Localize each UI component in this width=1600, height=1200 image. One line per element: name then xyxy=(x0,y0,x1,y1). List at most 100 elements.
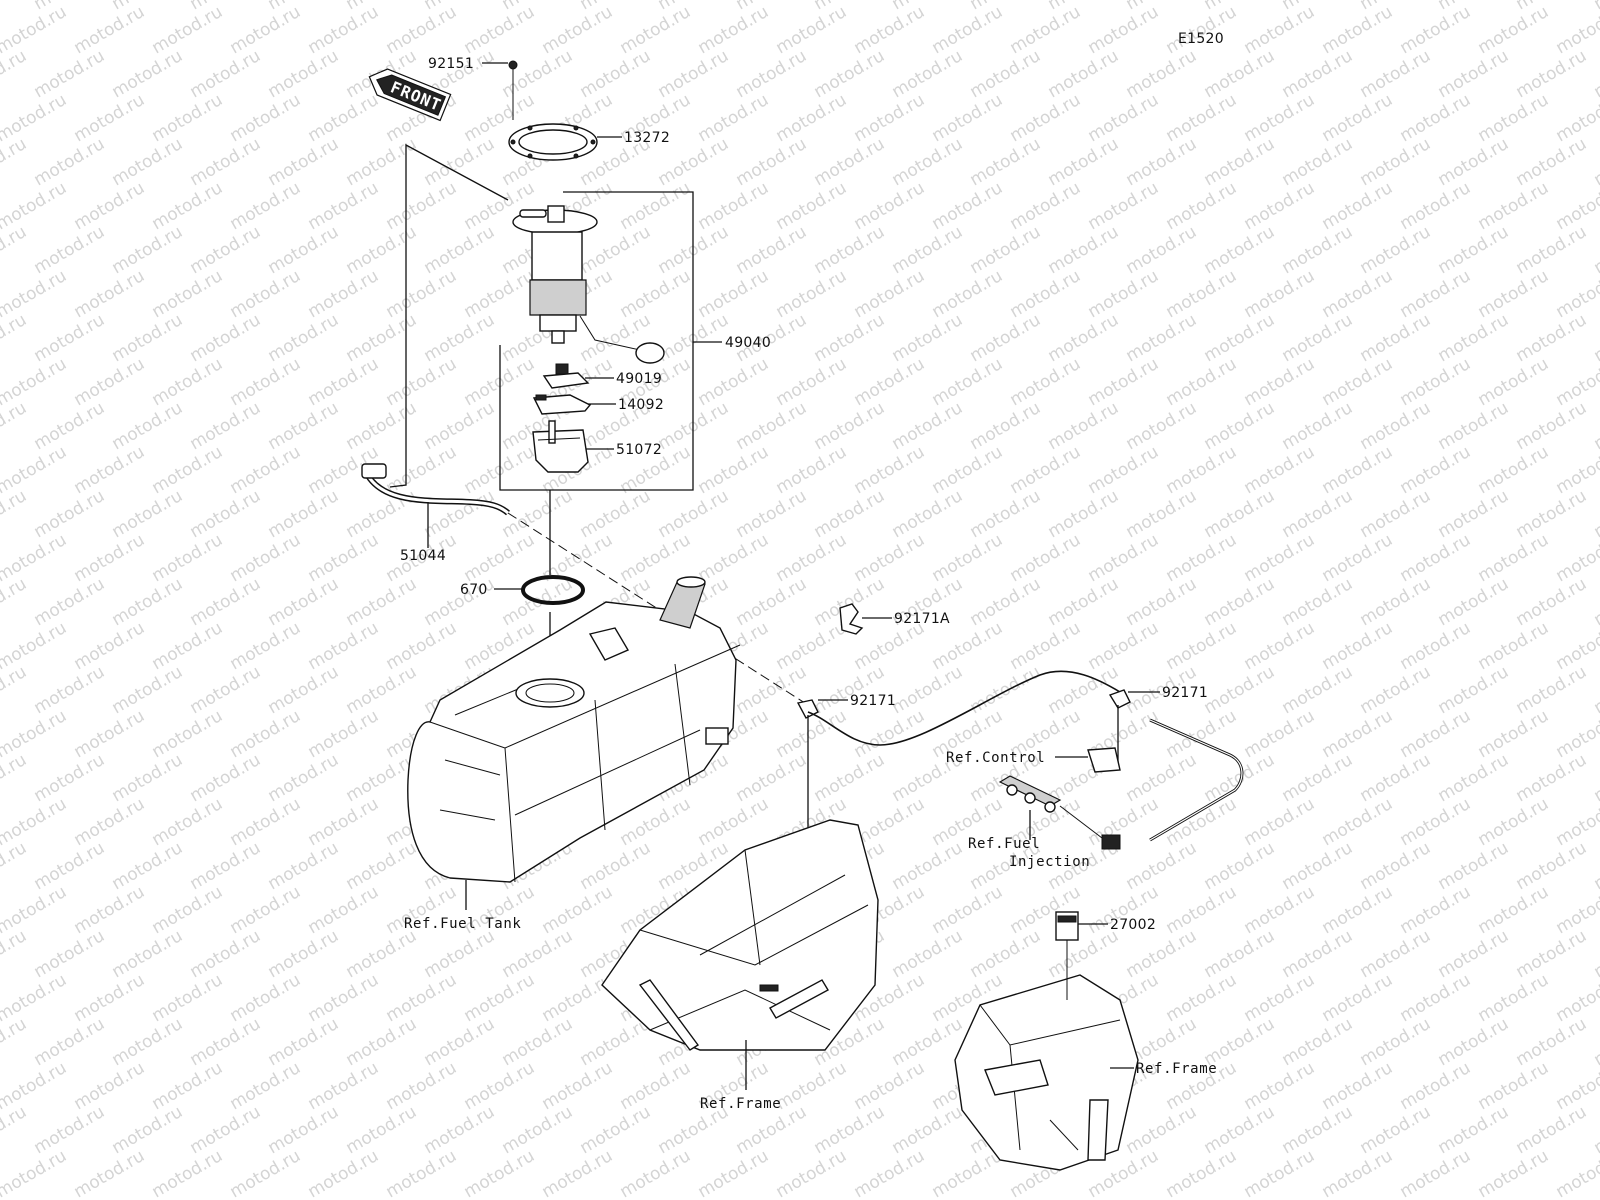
watermark-text: motod.ru xyxy=(1279,46,1357,102)
watermark-text: motod.ru xyxy=(1513,222,1591,278)
watermark-text: motod.ru xyxy=(421,1014,499,1070)
watermark-text: motod.ru xyxy=(227,90,305,146)
watermark-text: motod.ru xyxy=(1397,1058,1475,1114)
watermark-text: motod.ru xyxy=(1163,530,1241,586)
watermark-text: motod.ru xyxy=(1201,662,1279,718)
watermark-text: motod.ru xyxy=(1007,90,1085,146)
watermark-text: motod.ru xyxy=(0,706,70,762)
watermark-text: motod.ru xyxy=(811,1102,889,1158)
watermark-text: motod.ru xyxy=(31,926,109,982)
watermark-text: motod.ru xyxy=(1435,926,1513,982)
watermark-text: motod.ru xyxy=(305,530,383,586)
watermark-text: motod.ru xyxy=(773,266,851,322)
watermark-text: motod.ru xyxy=(1279,926,1357,982)
watermark-text: motod.ru xyxy=(149,882,227,938)
watermark-text: motod.ru xyxy=(1163,970,1241,1026)
watermark-text: motod.ru xyxy=(0,442,70,498)
watermark-text: motod.ru xyxy=(1201,486,1279,542)
watermark-text: motod.ru xyxy=(1007,354,1085,410)
watermark-text: motod.ru xyxy=(1085,178,1163,234)
watermark-text: motod.ru xyxy=(1045,486,1123,542)
watermark-text: motod.ru xyxy=(967,134,1045,190)
watermark-text: motod.ru xyxy=(461,1058,539,1114)
diagram-code: E1520 xyxy=(1178,31,1224,47)
watermark-text: motod.ru xyxy=(1591,750,1600,806)
watermark-text: motod.ru xyxy=(1357,838,1435,894)
ref-control: Ref.Control xyxy=(946,750,1045,766)
watermark-text: motod.ru xyxy=(149,1058,227,1114)
watermark-text: motod.ru xyxy=(71,354,149,410)
watermark-text: motod.ru xyxy=(577,486,655,542)
watermark-text: motod.ru xyxy=(421,1102,499,1158)
watermark-text: motod.ru xyxy=(1513,310,1591,366)
watermark-text: motod.ru xyxy=(1279,310,1357,366)
ref-fuel-tank: Ref.Fuel Tank xyxy=(404,916,521,932)
watermark-text: motod.ru xyxy=(227,706,305,762)
watermark-text: motod.ru xyxy=(1591,134,1600,190)
watermark-text: motod.ru xyxy=(265,1102,343,1158)
watermark-text: motod.ru xyxy=(109,838,187,894)
watermark-text: motod.ru xyxy=(71,1058,149,1114)
watermark-text: motod.ru xyxy=(929,2,1007,58)
watermark-text: motod.ru xyxy=(499,926,577,982)
watermark-text: motod.ru xyxy=(109,222,187,278)
watermark-text: motod.ru xyxy=(1397,618,1475,674)
watermark-text: motod.ru xyxy=(1241,618,1319,674)
watermark-text: motod.ru xyxy=(31,750,109,806)
watermark-text: motod.ru xyxy=(1435,310,1513,366)
watermark-text: motod.ru xyxy=(265,750,343,806)
watermark-text: motod.ru xyxy=(31,134,109,190)
watermark-text: motod.ru xyxy=(227,266,305,322)
watermark-text: motod.ru xyxy=(305,354,383,410)
watermark-text: motod.ru xyxy=(305,706,383,762)
watermark-text: motod.ru xyxy=(1163,794,1241,850)
watermark-text: motod.ru xyxy=(929,530,1007,586)
ref-frame-right: Ref.Frame xyxy=(1136,1061,1217,1077)
watermark-text: motod.ru xyxy=(929,266,1007,322)
watermark-text: motod.ru xyxy=(1279,486,1357,542)
watermark-text: motod.ru xyxy=(539,882,617,938)
watermark-text: motod.ru xyxy=(1279,1102,1357,1158)
watermark-text: motod.ru xyxy=(71,882,149,938)
watermark-text: motod.ru xyxy=(539,970,617,1026)
watermark-text: motod.ru xyxy=(929,1146,1007,1200)
watermark-text: motod.ru xyxy=(0,926,30,982)
watermark-text: motod.ru xyxy=(265,838,343,894)
watermark-text: motod.ru xyxy=(695,1146,773,1200)
watermark-text: motod.ru xyxy=(851,442,929,498)
bracket-pump-assy xyxy=(499,191,694,491)
watermark-text: motod.ru xyxy=(929,882,1007,938)
watermark-text: motod.ru xyxy=(773,354,851,410)
watermark-text: motod.ru xyxy=(1475,2,1553,58)
watermark-text: motod.ru xyxy=(1007,618,1085,674)
watermark-text: motod.ru xyxy=(227,618,305,674)
watermark-text: motod.ru xyxy=(967,310,1045,366)
watermark-text: motod.ru xyxy=(733,486,811,542)
watermark-text: motod.ru xyxy=(967,486,1045,542)
watermark-text: motod.ru xyxy=(1475,1146,1553,1200)
watermark-text: motod.ru xyxy=(617,1146,695,1200)
watermark-text: motod.ru xyxy=(851,2,929,58)
watermark-text: motod.ru xyxy=(1591,574,1600,630)
watermark-text: motod.ru xyxy=(149,706,227,762)
watermark-text: motod.ru xyxy=(109,1102,187,1158)
watermark-text: motod.ru xyxy=(1591,1102,1600,1158)
watermark-text: motod.ru xyxy=(1475,442,1553,498)
watermark-text: motod.ru xyxy=(695,266,773,322)
watermark-text: motod.ru xyxy=(1591,662,1600,718)
watermark-text: motod.ru xyxy=(305,2,383,58)
watermark-text: motod.ru xyxy=(383,970,461,1026)
watermark-text: motod.ru xyxy=(1513,838,1591,894)
watermark-text: motod.ru xyxy=(0,838,30,894)
watermark-text: motod.ru xyxy=(889,398,967,454)
watermark-text: motod.ru xyxy=(1513,486,1591,542)
watermark-text: motod.ru xyxy=(811,310,889,366)
watermark-text: motod.ru xyxy=(1357,574,1435,630)
watermark-text: motod.ru xyxy=(1591,310,1600,366)
hose-part xyxy=(361,463,510,516)
watermark-text: motod.ru xyxy=(0,1102,30,1158)
watermark-text: motod.ru xyxy=(71,706,149,762)
fuel-injection-rail-part xyxy=(998,775,1121,850)
watermark-text: motod.ru xyxy=(617,2,695,58)
